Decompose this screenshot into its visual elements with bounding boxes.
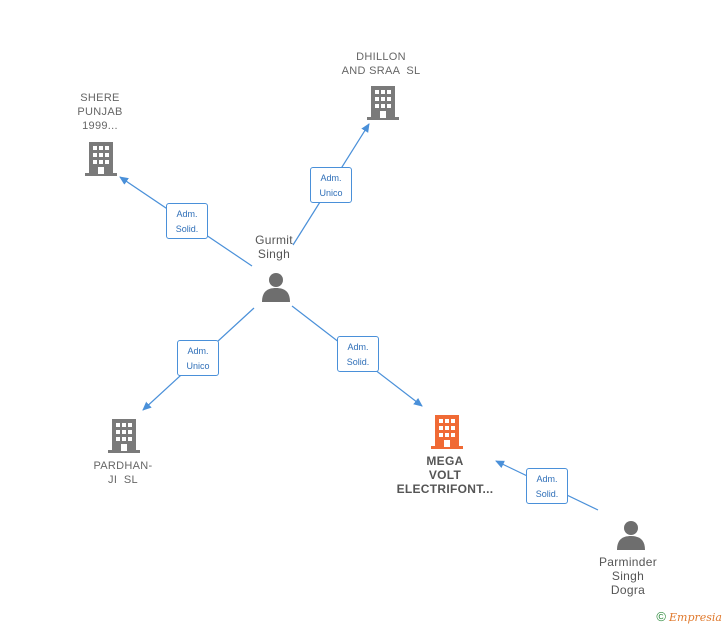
building-icon[interactable]	[367, 86, 399, 120]
edge-badge-line: Adm.	[176, 209, 198, 219]
person-icon[interactable]	[617, 520, 645, 550]
edge-badge-line: Unico	[186, 361, 210, 371]
company-label-line: AND SRAA SL	[341, 65, 421, 77]
company-label-line: 1999...	[82, 120, 118, 132]
edge-badge-gurmit-dhillon[interactable]: Adm. Unico	[310, 167, 352, 203]
company-label-line: DHILLON	[356, 51, 406, 63]
edge-badge-line: Adm.	[536, 474, 558, 484]
person-label-line: Dogra	[610, 583, 646, 597]
company-label-line: PARDHAN-	[93, 460, 153, 472]
edge-badge-line: Adm.	[187, 346, 209, 356]
edge-badge-line: Adm.	[320, 173, 342, 183]
edge-badge-parminder-mega[interactable]: Adm. Solid.	[526, 468, 568, 504]
company-label-shere[interactable]: SHERE PUNJAB 1999...	[60, 91, 140, 133]
edge-badge-gurmit-shere[interactable]: Adm. Solid.	[166, 203, 208, 239]
copyright-icon: ©	[656, 609, 666, 624]
edge-badge-line: Unico	[319, 188, 343, 198]
edge-badge-gurmit-pardhan[interactable]: Adm. Unico	[177, 340, 219, 376]
edge-badge-line: Solid.	[535, 489, 559, 499]
person-label-line: Gurmit	[255, 233, 293, 247]
building-icon[interactable]	[85, 142, 117, 176]
building-icon[interactable]	[108, 419, 140, 453]
company-label-dhillon[interactable]: DHILLON AND SRAA SL	[326, 50, 436, 78]
brand-logo[interactable]: Empresia	[669, 611, 722, 624]
person-label-gurmit[interactable]: Gurmit Singh	[234, 233, 314, 261]
footer-branding: ©Empresia	[656, 609, 722, 624]
edge-badge-line: Adm.	[347, 342, 369, 352]
person-label-line: Parminder	[598, 555, 658, 569]
main-company-label-line: VOLT	[428, 468, 462, 482]
company-label-line: JI SL	[108, 474, 138, 486]
main-company-building-icon[interactable]	[431, 415, 463, 449]
person-label-line: Singh	[257, 247, 291, 261]
edge-badge-gurmit-mega[interactable]: Adm. Solid.	[337, 336, 379, 372]
company-label-line: PUNJAB	[77, 106, 123, 118]
person-label-parminder[interactable]: Parminder Singh Dogra	[588, 555, 668, 597]
company-label-pardhan[interactable]: PARDHAN- JI SL	[78, 459, 168, 487]
main-company-label-line: ELECTRIFONT...	[396, 482, 494, 496]
main-company-label[interactable]: MEGA VOLT ELECTRIFONT...	[385, 454, 505, 496]
company-label-line: SHERE	[80, 92, 120, 104]
edge-badge-line: Solid.	[175, 224, 199, 234]
main-company-label-line: MEGA	[426, 454, 464, 468]
edge-badge-line: Solid.	[346, 357, 370, 367]
person-icon[interactable]	[262, 272, 290, 302]
person-label-line: Singh	[611, 569, 645, 583]
